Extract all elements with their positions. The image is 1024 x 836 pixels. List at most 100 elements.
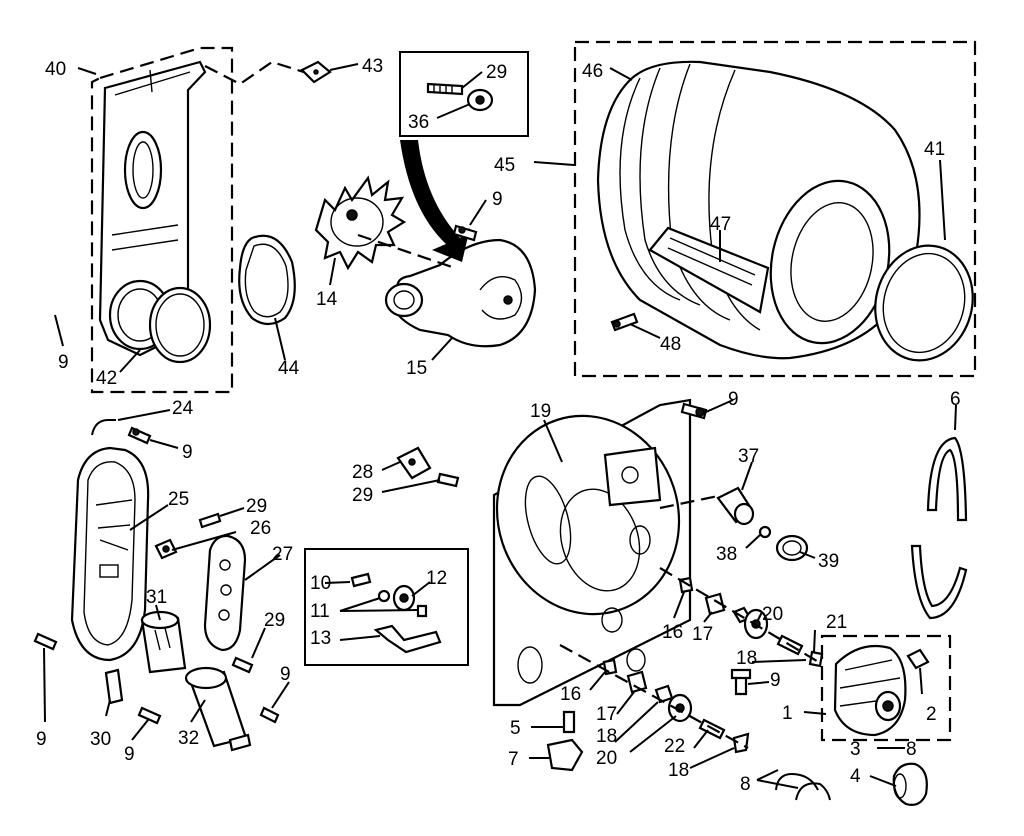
label-29: 29 — [246, 496, 267, 517]
hose-dash-connector — [204, 60, 311, 86]
lower-roller-dash — [559, 644, 749, 749]
drive-belt-part — [910, 436, 968, 620]
motor-pulley-part — [892, 762, 928, 806]
label-20: 20 — [762, 604, 783, 625]
lower-screws-left — [33, 632, 280, 725]
label-39: 39 — [818, 551, 839, 572]
label-19: 19 — [530, 401, 551, 422]
label-9: 9 — [492, 189, 503, 210]
support-bracket-part — [546, 738, 584, 772]
idler-pulley-detail — [350, 572, 442, 654]
label-36: 36 — [408, 112, 429, 133]
screw-and-washer-detail — [426, 82, 494, 112]
label-20: 20 — [596, 748, 617, 769]
label-15: 15 — [406, 358, 427, 379]
label-4: 4 — [850, 766, 861, 787]
label-9: 9 — [58, 352, 69, 373]
front-duct-screw-part — [198, 512, 222, 529]
label-26: 26 — [250, 518, 271, 539]
label-9: 9 — [36, 729, 47, 750]
rear-bulkhead-part — [492, 398, 692, 707]
group-boxes — [90, 40, 977, 742]
bearing-washer-part — [758, 525, 772, 539]
motor-group-box — [820, 634, 952, 742]
label-18: 18 — [596, 726, 617, 747]
label-11: 11 — [310, 601, 330, 622]
blower-housing-part — [384, 238, 537, 348]
thermostat-bracket-part — [203, 534, 247, 652]
label-42: 42 — [96, 368, 117, 389]
label-38: 38 — [716, 544, 737, 565]
cycling-thermostat-part — [140, 610, 187, 674]
label-18: 18 — [668, 760, 689, 781]
thermostat-clip-part — [154, 538, 178, 560]
label-16: 16 — [662, 622, 683, 643]
label-9: 9 — [124, 744, 135, 765]
bulkhead-duct-part — [98, 60, 207, 357]
label-24: 24 — [172, 398, 194, 419]
label-9: 9 — [770, 670, 781, 691]
drum-bearing-part — [716, 486, 755, 526]
label-29: 29 — [486, 62, 507, 83]
screw-detail-box — [399, 51, 529, 137]
label-9: 9 — [280, 664, 291, 685]
label-43: 43 — [362, 56, 383, 77]
label-31: 31 — [146, 587, 167, 608]
idler-detail-box — [304, 548, 469, 666]
label-3: 3 — [850, 739, 861, 760]
leader-lines — [43, 63, 957, 789]
drum-part — [596, 60, 921, 360]
label-37: 37 — [738, 446, 759, 467]
label-45: 45 — [494, 155, 515, 176]
upper-roller-dash — [659, 567, 823, 665]
label-40: 40 — [45, 59, 66, 80]
door-switch-part — [396, 446, 460, 488]
label-8: 8 — [740, 774, 751, 795]
label-6: 6 — [950, 389, 961, 410]
label-9: 9 — [728, 389, 739, 410]
label-47: 47 — [710, 214, 731, 235]
label-9: 9 — [182, 442, 193, 463]
drum-seal-part — [874, 244, 974, 362]
label-1: 1 — [782, 703, 793, 724]
label-29: 29 — [352, 485, 373, 506]
motor-part — [833, 644, 907, 737]
label-28: 28 — [352, 462, 373, 483]
label-27: 27 — [272, 544, 293, 565]
label-17: 17 — [692, 624, 713, 645]
motor-switch-part — [906, 648, 930, 670]
label-10: 10 — [310, 573, 331, 594]
bulkhead-group-box — [90, 46, 234, 394]
blower-wheel-part — [314, 175, 407, 271]
drum-group-box — [573, 40, 977, 378]
spring-clip-part — [91, 419, 116, 436]
housing-to-wheel-dash — [357, 233, 456, 270]
label-32: 32 — [178, 728, 199, 749]
label-29: 29 — [264, 610, 285, 631]
label-8: 8 — [906, 739, 917, 760]
label-44: 44 — [278, 358, 300, 379]
front-duct-part — [70, 446, 150, 662]
label-21: 21 — [826, 612, 847, 633]
label-48: 48 — [660, 334, 681, 355]
blower-gasket-part — [238, 234, 296, 326]
roller-screw-part — [730, 668, 752, 696]
lower-roller-assembly — [602, 658, 750, 754]
lower-bracket-screw-part — [562, 710, 576, 734]
curved-arrow-to-housing — [400, 140, 470, 262]
label-7: 7 — [508, 749, 519, 770]
duct-screw-part — [127, 426, 152, 445]
belt-clips-part — [775, 773, 831, 801]
hose-clip-part — [300, 60, 332, 84]
label-5: 5 — [510, 718, 521, 739]
label-14: 14 — [316, 289, 338, 310]
label-22: 22 — [664, 736, 685, 757]
bulkhead-top-screw-part — [680, 402, 708, 420]
part-number-labels: 40 43 29 36 46 45 41 47 9 14 48 9 42 44 … — [36, 56, 961, 795]
label-46: 46 — [582, 61, 603, 82]
thermal-fuse-part — [104, 668, 124, 705]
baffle-screw-part — [610, 312, 639, 332]
capacitor-part — [184, 666, 252, 752]
label-16: 16 — [560, 684, 581, 705]
